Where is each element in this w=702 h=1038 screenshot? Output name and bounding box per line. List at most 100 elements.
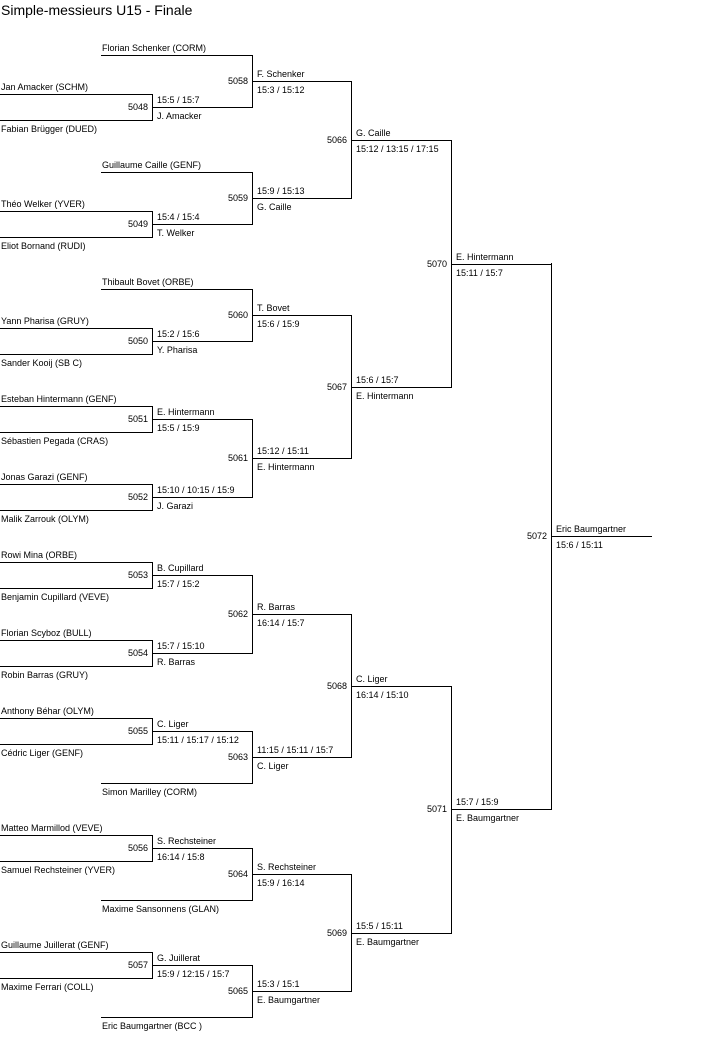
player-name: Sander Kooij (SB C) (1, 358, 83, 368)
player-name: Yann Pharisa (GRUY) (1, 316, 89, 326)
match-number: 5071 (426, 804, 447, 814)
match-output-line (252, 81, 352, 82)
match-output-line (152, 224, 253, 225)
match-output-line (152, 653, 253, 654)
match-winner: C. Liger (356, 674, 388, 684)
match-output-line (252, 315, 352, 316)
match-winner: E. Baumgartner (356, 937, 420, 947)
match-number: 5057 (127, 960, 148, 970)
match-score: 15:9 / 15:13 (257, 186, 305, 196)
player-line (0, 94, 153, 95)
match-winner: B. Cupillard (157, 563, 204, 573)
match-winner: J. Garazi (157, 501, 194, 511)
match-score: 15:6 / 15:9 (257, 319, 300, 329)
match-score: 11:15 / 15:11 / 15:7 (257, 745, 334, 755)
match-output-line (351, 140, 452, 141)
match-number: 5056 (127, 843, 148, 853)
player-name: Jan Amacker (SCHM) (1, 82, 89, 92)
match-score: 15:6 / 15:7 (356, 375, 399, 385)
player-name: Eliot Bornand (RUDI) (1, 241, 86, 251)
player-name: Simon Marilley (CORM) (102, 787, 198, 797)
match-number: 5054 (127, 648, 148, 658)
player-line (101, 55, 253, 56)
match-winner: J. Amacker (157, 111, 202, 121)
player-line (0, 952, 153, 953)
match-output-line (152, 107, 253, 108)
match-number: 5048 (127, 102, 148, 112)
match-number: 5058 (227, 76, 248, 86)
match-number: 5068 (326, 681, 347, 691)
match-output-line (252, 757, 352, 758)
player-name: Maxime Ferrari (COLL) (1, 982, 94, 992)
player-name: Guillaume Juillerat (GENF) (1, 940, 109, 950)
match-winner: C. Liger (257, 761, 289, 771)
player-name: Sébastien Pegada (CRAS) (1, 436, 109, 446)
player-line (0, 640, 153, 641)
match-score: 15:12 / 13:15 / 17:15 (356, 144, 439, 154)
player-line (0, 835, 153, 836)
player-name: Samuel Rechsteiner (YVER) (1, 865, 116, 875)
match-score: 15:7 / 15:9 (456, 797, 499, 807)
player-line (0, 510, 153, 511)
player-name: Florian Scyboz (BULL) (1, 628, 92, 638)
match-score: 15:3 / 15:1 (257, 979, 300, 989)
match-output-line (351, 387, 452, 388)
match-winner: G. Caille (257, 202, 292, 212)
player-name: Maxime Sansonnens (GLAN) (102, 904, 220, 914)
player-line (0, 718, 153, 719)
player-name: Fabian Brügger (DUED) (1, 124, 98, 134)
player-name: Anthony Béhar (OLYM) (1, 706, 94, 716)
player-line (0, 432, 153, 433)
match-score: 16:14 / 15:7 (257, 618, 305, 628)
match-score: 15:6 / 15:11 (556, 540, 603, 550)
match-number: 5051 (127, 414, 148, 424)
match-winner: T. Welker (157, 228, 195, 238)
match-number: 5069 (326, 928, 347, 938)
match-number: 5052 (127, 492, 148, 502)
match-number: 5059 (227, 193, 248, 203)
player-line (0, 666, 153, 667)
player-name: Matteo Marmillod (VEVE) (1, 823, 103, 833)
match-output-line (252, 874, 352, 875)
match-winner: G. Juillerat (157, 953, 201, 963)
match-winner: C. Liger (157, 719, 189, 729)
match-number: 5063 (227, 752, 248, 762)
match-output-line (252, 458, 352, 459)
player-name: Thibault Bovet (ORBE) (102, 277, 194, 287)
player-name: Esteban Hintermann (GENF) (1, 394, 117, 404)
match-output-line (351, 933, 452, 934)
match-score: 16:14 / 15:8 (157, 852, 205, 862)
player-line (0, 237, 153, 238)
player-line (0, 861, 153, 862)
match-number: 5055 (127, 726, 148, 736)
player-name: Cédric Liger (GENF) (1, 748, 84, 758)
player-line (101, 900, 253, 901)
match-number: 5049 (127, 219, 148, 229)
player-line (0, 588, 153, 589)
match-output-line (152, 575, 253, 576)
match-score: 15:7 / 15:2 (157, 579, 200, 589)
player-name: Rowi Mina (ORBE) (1, 550, 78, 560)
match-winner: R. Barras (257, 602, 296, 612)
match-output-line (152, 341, 253, 342)
player-line (101, 289, 253, 290)
match-score: 15:9 / 16:14 (257, 878, 305, 888)
match-winner: F. Schenker (257, 69, 305, 79)
player-line (101, 783, 253, 784)
match-number: 5053 (127, 570, 148, 580)
player-line (0, 328, 153, 329)
match-winner: G. Caille (356, 128, 391, 138)
match-winner: S. Rechsteiner (257, 862, 317, 872)
match-winner: E. Hintermann (157, 407, 215, 417)
match-output-line (451, 809, 552, 810)
player-name: Florian Schenker (CORM) (102, 43, 207, 53)
player-line (0, 562, 153, 563)
match-score: 15:2 / 15:6 (157, 329, 200, 339)
match-score: 15:3 / 15:12 (257, 85, 305, 95)
match-score: 15:5 / 15:9 (157, 423, 200, 433)
match-output-line (351, 686, 452, 687)
match-output-line (252, 614, 352, 615)
match-number: 5062 (227, 609, 248, 619)
match-number: 5064 (227, 869, 248, 879)
match-winner: Eric Baumgartner (556, 524, 627, 534)
